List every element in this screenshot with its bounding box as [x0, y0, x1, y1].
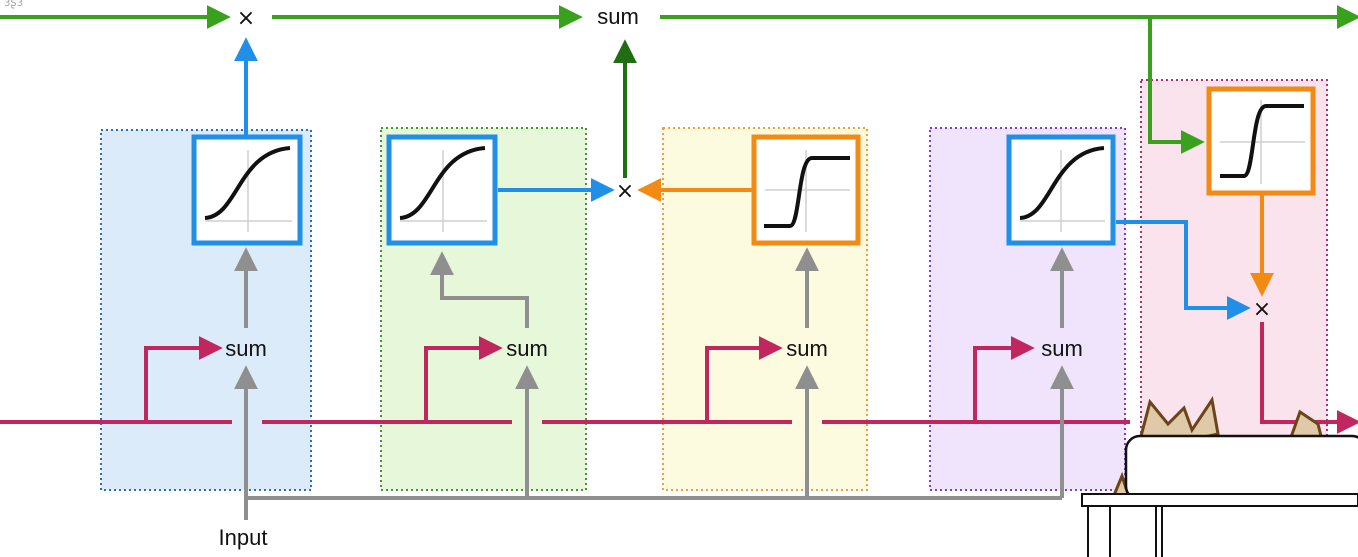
sum-label-purple-gate: sum	[1041, 336, 1083, 361]
top-sum-label: sum	[597, 4, 639, 29]
top-multiply-operator: ×	[237, 6, 255, 31]
hidden-state-line	[0, 322, 1358, 434]
output-gate-arrow	[1116, 220, 1251, 320]
sum-label-green-gate: sum	[506, 336, 548, 361]
sigmoid-activation-icon	[1006, 134, 1116, 246]
tanh-activation-icon	[751, 134, 861, 246]
multiply-operator: ×	[616, 179, 634, 204]
sum-label-yellow-gate: sum	[786, 336, 828, 361]
tanh-activation-icon	[1206, 86, 1316, 196]
input-label: Input	[219, 525, 268, 550]
piano-mascot-icon	[1081, 396, 1358, 557]
sigmoid-activation-icon	[191, 134, 303, 246]
sum-label-blue-gate: sum	[225, 336, 267, 361]
corner-scribble: ɜʂɜ	[4, 0, 23, 9]
sigmoid-activation-icon	[386, 134, 498, 246]
cell-state-line	[0, 5, 1358, 154]
multiply-operator: ×	[1253, 297, 1271, 322]
input-lines	[234, 247, 1074, 520]
